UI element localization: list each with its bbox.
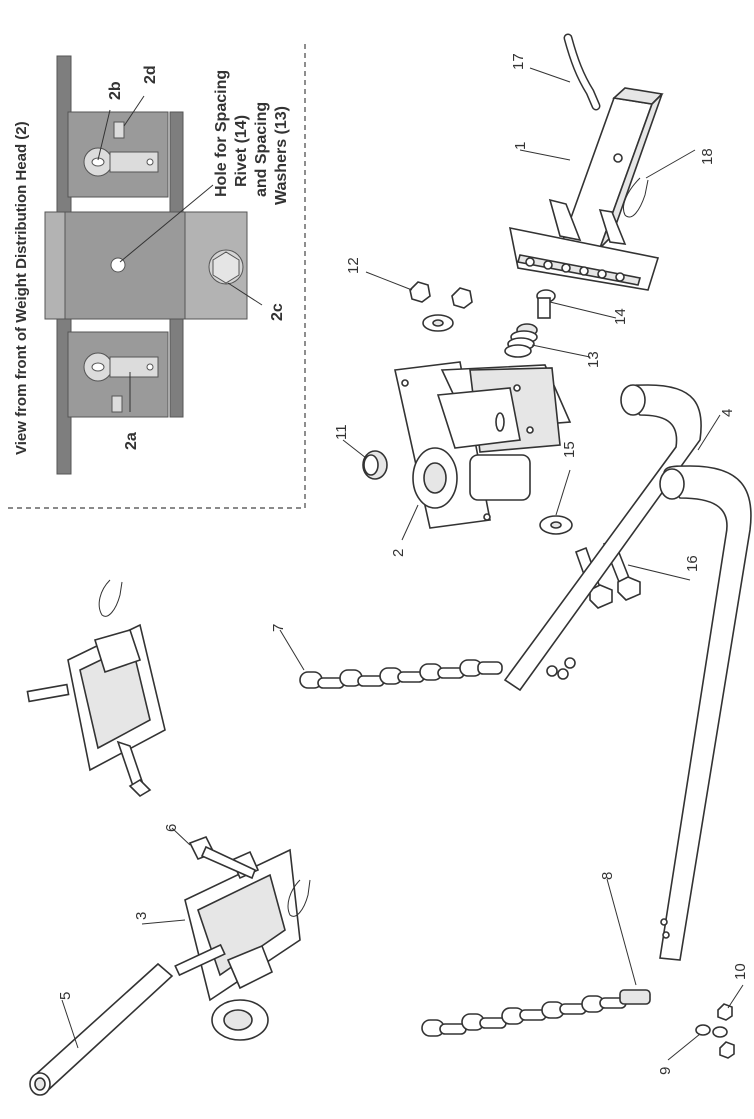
leader-15 [555,469,571,516]
leader-6 [171,827,191,846]
inset-view: View from front of Weight Distribution H… [8,40,306,509]
bracket-assembly-alt [26,623,166,798]
inset-label-2d: 2d [142,65,159,84]
leader-16 [627,564,691,581]
part-12-nut-b [451,287,473,309]
part-1-hitch-shank [508,87,664,291]
callout-1: 1 [512,142,529,150]
part-7-chain [299,659,503,689]
callout-18: 18 [699,148,716,165]
callout-17: 17 [510,53,527,70]
callout-4: 4 [719,409,736,417]
leader-13 [531,344,591,358]
leader-1 [519,149,571,161]
callout-11: 11 [333,424,350,440]
leader-9 [667,1033,701,1061]
svg-text:Hole for Spacing: Hole for Spacing [213,70,230,197]
cam-bottom-arm [109,356,159,378]
part-12-nut-a [409,281,431,303]
part-6-bolt [188,835,257,880]
callout-14: 14 [612,308,629,325]
inset-label-2a: 2a [123,432,140,450]
part-5-rod [29,962,174,1096]
part-8-chain [421,989,651,1037]
grease-fitting-top-icon [113,121,125,139]
leader-18 [645,149,696,179]
part-14-spacing-rivet [536,289,556,319]
callout-10: 10 [732,963,749,980]
leader-2 [401,504,419,541]
inset-title: View from front of Weight Distribution H… [13,121,30,455]
callout-2: 2 [390,549,407,557]
leader-8 [606,878,637,986]
callout-12: 12 [345,257,362,274]
part-18-clip [623,177,649,218]
svg-text:and Spacing: and Spacing [253,102,270,197]
callout-15: 15 [561,441,578,458]
hardware-small-nuts [546,657,576,680]
part-2-head [394,361,572,529]
inset-label-2c: 2c [269,303,286,321]
inset-label-2b: 2b [107,81,124,100]
svg-text:Rivet (14): Rivet (14) [233,115,250,187]
callout-9: 9 [657,1067,674,1075]
callout-3: 3 [133,912,150,920]
clip-3 [287,879,311,917]
leader-14 [549,301,617,319]
leader-11 [342,439,367,459]
callout-5: 5 [57,992,74,1000]
part-3-snap-up-bracket [174,848,301,1041]
leader-17 [529,67,571,83]
part-4-spring-bars [503,384,752,961]
leader-3 [141,919,186,925]
leader-7 [279,629,305,671]
inset-dashed-border [8,40,306,509]
leader-10 [727,984,744,1009]
spacing-rivet-hole [110,257,126,273]
leader-12 [365,271,413,291]
inset-note: Hole for Spacing Rivet (14) and Spacing … [213,70,290,205]
callout-6: 6 [163,824,180,832]
callout-13: 13 [585,351,602,368]
svg-text:Washers (13): Washers (13) [273,106,290,205]
clip-alt [98,579,123,617]
leader-5 [61,999,79,1049]
callout-7: 7 [270,624,287,632]
part-13-spacing-washers [504,323,538,358]
cam-top-arm [109,151,159,173]
leader-4 [697,414,721,451]
callout-16: 16 [684,555,701,572]
callout-8: 8 [599,872,616,880]
grease-fitting-bottom-icon [111,395,123,413]
part-9-washers [695,1024,728,1038]
